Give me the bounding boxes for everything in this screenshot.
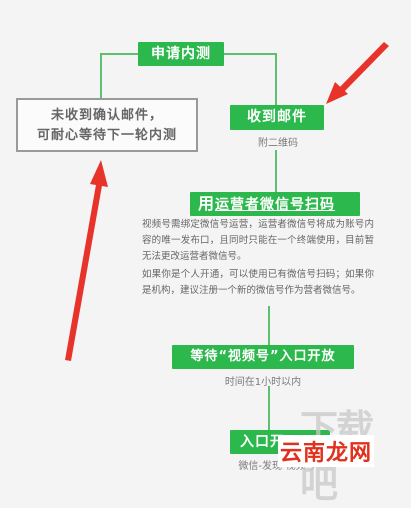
connector-recv-scan	[275, 150, 277, 192]
wait-entry-note: 时间在1小时以内	[224, 377, 302, 388]
scan-prefix: 用	[198, 194, 216, 213]
node-apply: 申请内测	[138, 42, 224, 66]
node-wait-entry: 等待“视频号”入口开放	[172, 345, 354, 369]
connector-apply-right-v	[275, 53, 277, 105]
connector-apply-left-v	[100, 53, 102, 98]
site-logo: 云南龙网	[278, 435, 375, 467]
connector-apply-right-h	[224, 53, 276, 55]
scan-main: 运营者微信号扫码	[215, 197, 336, 213]
node-no-mail: 未收到确认邮件， 可耐心等待下一轮内测	[16, 98, 198, 152]
scan-paragraph-2: 如果你是个人开通，可以使用已有微信号扫码；如果你是机构，建议注册一个新的微信号作…	[142, 269, 374, 296]
node-receive-mail: 收到邮件	[230, 105, 324, 130]
entry-open-note: 微信-发现-视频号	[238, 461, 316, 472]
no-mail-line2: 可耐心等待下一轮内测	[36, 128, 177, 143]
flowchart: 申请内测 未收到确认邮件， 可耐心等待下一轮内测 收到邮件 附二维码 用运营者微…	[16, 42, 389, 506]
no-mail-line1: 未收到确认邮件，	[50, 108, 163, 123]
arrow-to-no-mail	[65, 160, 108, 361]
connector-wait-open	[268, 386, 270, 430]
arrow-to-receive-mail	[326, 42, 389, 104]
annotation-arrows	[65, 42, 389, 361]
scan-paragraph-1: 视频号需绑定微信号运营，运营者微信号将成为账号内容的唯一发布口，且同时只能在一个…	[142, 219, 374, 262]
receive-mail-note: 附二维码	[258, 138, 298, 149]
connector-scan-wait	[268, 306, 270, 345]
node-scan: 用运营者微信号扫码	[190, 192, 360, 216]
connector-apply-left-h	[100, 53, 138, 55]
site-logo-text: 云南龙网	[278, 435, 375, 467]
